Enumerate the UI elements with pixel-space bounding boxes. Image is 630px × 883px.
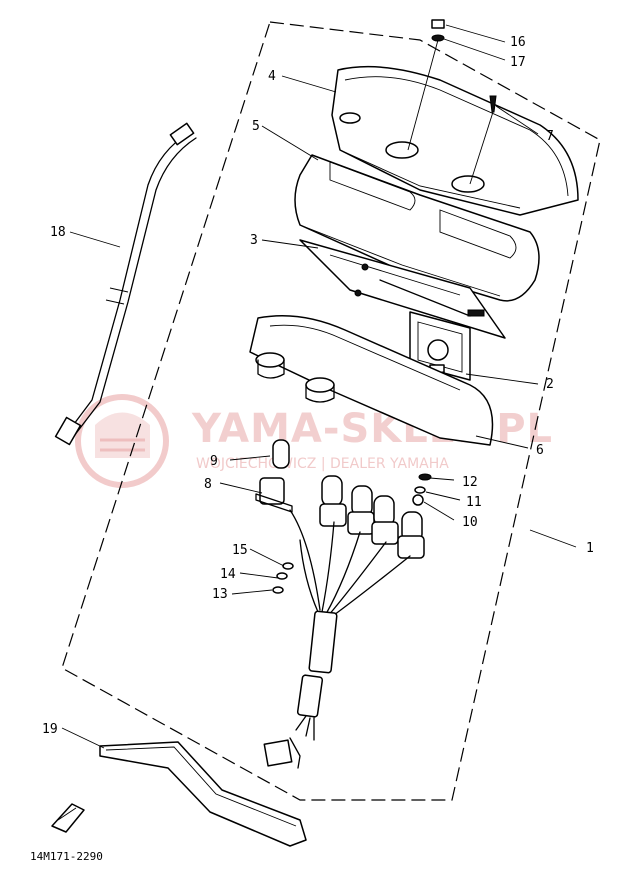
callout-6: 6 (536, 443, 544, 458)
callout-19: 19 (42, 722, 58, 737)
part-screw-small (469, 95, 497, 185)
callout-17: 17 (510, 55, 526, 70)
callout-9: 9 (210, 454, 218, 469)
watermark-logo-icon (75, 394, 169, 488)
part-speedometer-cable (54, 122, 197, 446)
watermark: YAMA-SKLEP.PL WOJCIECHOWICZ | DEALER YAM… (75, 394, 553, 488)
callout-13: 13 (212, 587, 228, 602)
watermark-tagline: WOJCIECHOWICZ | DEALER YAMAHA (196, 456, 449, 472)
callout-1: 1 (586, 541, 594, 556)
assembly-boundary (61, 21, 601, 801)
callout-11: 11 (466, 495, 482, 510)
part-bulb-sockets (255, 439, 425, 559)
callout-3: 3 (250, 233, 258, 248)
part-meter-panel (294, 154, 540, 302)
callout-5: 5 (252, 119, 260, 134)
part-screw-top (407, 19, 445, 151)
part-housing (331, 65, 579, 216)
front-direction-icon (51, 803, 85, 833)
part-trim-strip (99, 741, 307, 847)
leader-lines (61, 24, 577, 749)
callout-16: 16 (510, 35, 526, 50)
watermark-brand: YAMA-SKLEP.PL (191, 406, 553, 452)
part-circuit-board (299, 239, 506, 339)
callout-7: 7 (546, 129, 554, 144)
callout-12: 12 (462, 475, 478, 490)
part-code: 14M171-2290 (30, 850, 103, 863)
callout-15: 15 (232, 543, 248, 558)
part-lower-case (249, 314, 494, 446)
callout-labels: 1 2 3 4 5 6 7 8 9 10 11 12 13 14 15 16 1… (42, 35, 594, 737)
callout-2: 2 (546, 377, 554, 392)
callout-10: 10 (462, 515, 478, 530)
callout-8: 8 (204, 477, 212, 492)
part-wire-harness (263, 509, 411, 769)
callout-14: 14 (220, 567, 236, 582)
callout-18: 18 (50, 225, 66, 240)
callout-4: 4 (268, 69, 276, 84)
